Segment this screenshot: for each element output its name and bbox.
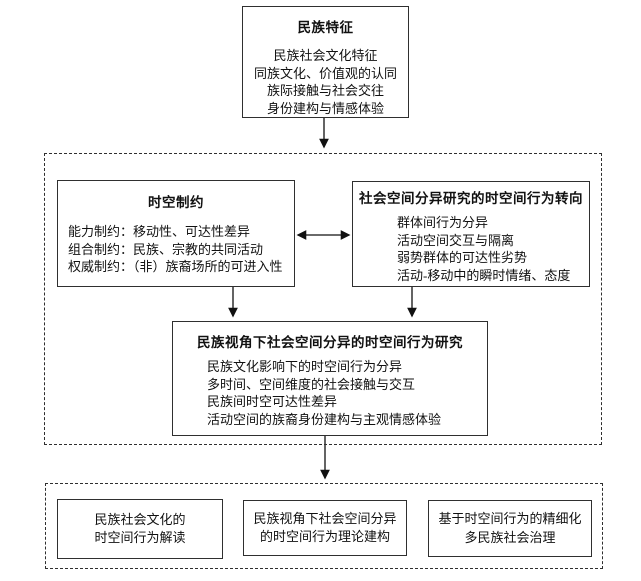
box-outcome-interpretation: 民族社会文化的 时空间行为解读	[57, 499, 223, 559]
diagram-text-line: 活动-移动中的瞬时情绪、态度	[397, 267, 571, 283]
ethnic-perspective-research-title: 民族视角下社会空间分异的时空间行为研究	[197, 335, 463, 350]
spacetime-constraints-title: 时空制约	[148, 195, 204, 210]
ethnic-characteristics-title: 民族特征	[297, 20, 354, 35]
diagram-text-line: 民族社会文化特征	[273, 48, 378, 63]
diagram-text-line: 弱势群体的可达性劣势	[397, 250, 528, 266]
diagram-text-line: 多时间、空间维度的社会接触与交互	[207, 376, 416, 392]
behavioral-turn-title: 社会空间分异研究的时空间行为转向	[359, 191, 583, 206]
diagram-text-line: 身份建构与情感体验	[266, 100, 384, 116]
box-outcome-theory-construction: 民族视角下社会空间分异 的时空间行为理论建构	[243, 500, 407, 556]
diagram-text-line: 基于时空间行为的精细化	[438, 511, 582, 526]
box-ethnic-characteristics: 民族特征 民族社会文化特征 同族文化、价值观的认同 族际接触与社会交往 身份建构…	[242, 6, 409, 118]
box-spacetime-constraints: 时空制约 能力制约：移动性、可达性差异 组合制约：民族、宗教的共同活动 权威制约…	[57, 180, 295, 287]
diagram-text-line: 的时空间行为理论建构	[259, 529, 390, 544]
diagram-text-line: 民族间时空可达性差异	[207, 394, 338, 410]
diagram-text-line: 能力制约：移动性、可达性差异	[68, 224, 251, 239]
diagram-text-line: 同族文化、价值观的认同	[253, 65, 397, 81]
ethnic-characteristics-lines: 民族社会文化特征 同族文化、价值观的认同 族际接触与社会交往 身份建构与情感体验	[243, 47, 408, 117]
diagram-text-line: 活动空间的族裔身份建构与主观情感体验	[207, 411, 442, 427]
diagram-text-line: 组合制约：民族、宗教的共同活动	[68, 241, 264, 257]
ethnic-perspective-research-lines: 民族文化影响下的时空间行为分异 多时间、空间维度的社会接触与交互 民族间时空可达…	[173, 358, 487, 428]
diagram-text-line: 民族社会文化的	[94, 511, 186, 527]
box-outcome-social-governance: 基于时空间行为的精细化 多民族社会治理	[428, 500, 592, 557]
diagram-text-line: 民族文化影响下的时空间行为分异	[207, 359, 403, 374]
diagram-text-line: 族际接触与社会交往	[266, 83, 384, 99]
behavioral-turn-lines: 群体间行为分异 活动空间交互与隔离 弱势群体的可达性劣势 活动-移动中的瞬时情绪…	[353, 214, 589, 284]
diagram-text-line: 权威制约：（非）族裔场所的可进入性	[68, 259, 283, 275]
box-ethnic-perspective-research: 民族视角下社会空间分异的时空间行为研究 民族文化影响下的时空间行为分异 多时间、…	[172, 321, 488, 436]
dashed-frame-bottom	[45, 483, 603, 569]
diagram-text-line: 活动空间交互与隔离	[397, 232, 515, 248]
diagram-text-line: 多民族社会治理	[464, 529, 556, 545]
diagram-text-line: 民族视角下社会空间分异	[253, 510, 397, 526]
spacetime-constraints-lines: 能力制约：移动性、可达性差异 组合制约：民族、宗教的共同活动 权威制约：（非）族…	[58, 223, 294, 276]
diagram-text-line: 时空间行为解读	[94, 530, 186, 545]
box-behavioral-turn: 社会空间分异研究的时空间行为转向 群体间行为分异 活动空间交互与隔离 弱势群体的…	[352, 181, 590, 287]
diagram-text-line: 群体间行为分异	[397, 215, 489, 230]
dashed-frame-middle	[44, 153, 602, 445]
